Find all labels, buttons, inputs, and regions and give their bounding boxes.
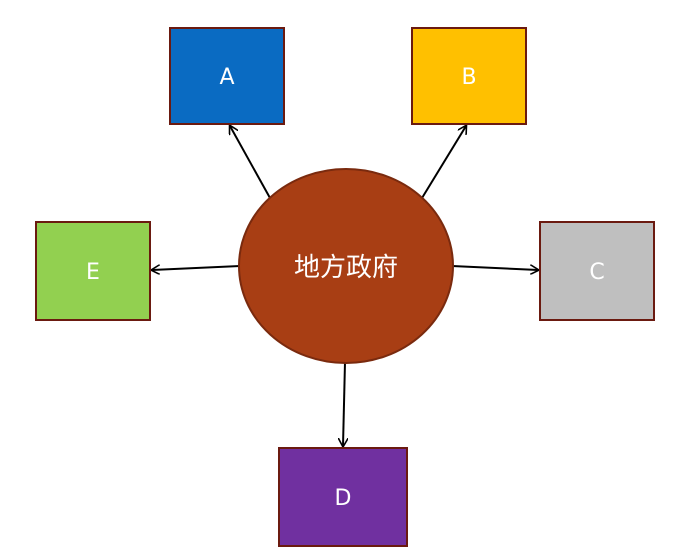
center-ellipse xyxy=(238,168,454,364)
node-e-label: E xyxy=(86,260,100,285)
node-b-label: B xyxy=(461,65,476,90)
center-label: 地方政府 xyxy=(294,253,398,283)
node-d-label: D xyxy=(335,486,352,511)
node-b: B xyxy=(411,27,527,125)
node-d-box xyxy=(278,447,408,547)
node-d: D xyxy=(278,447,408,547)
arrow-to-b xyxy=(421,126,466,199)
node-b-box xyxy=(411,27,527,125)
node-a: A xyxy=(169,27,285,125)
node-e: E xyxy=(35,221,151,321)
arrow-to-d xyxy=(343,361,345,446)
arrows xyxy=(152,126,538,446)
node-e-box xyxy=(35,221,151,321)
arrow-to-e xyxy=(152,266,241,270)
node-a-label: A xyxy=(219,65,234,90)
node-c: C xyxy=(539,221,655,321)
arrow-to-a xyxy=(230,126,271,199)
node-c-box xyxy=(539,221,655,321)
node-a-box xyxy=(169,27,285,125)
center-node: 地方政府 xyxy=(238,168,454,364)
arrow-to-c xyxy=(451,266,538,270)
node-c-label: C xyxy=(589,260,604,285)
